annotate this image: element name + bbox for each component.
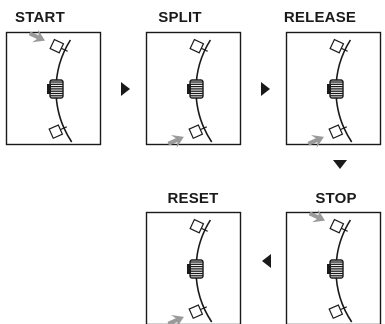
panel-frame xyxy=(285,211,382,324)
crown-icon xyxy=(327,79,344,99)
panel-release xyxy=(285,31,382,148)
press-arrow-icon xyxy=(28,29,46,43)
pusher-icon xyxy=(48,124,68,140)
crown-icon xyxy=(327,259,344,279)
panel-stop xyxy=(285,209,382,324)
step-title-reset: RESET xyxy=(167,190,218,207)
flow-arrow-left-icon xyxy=(262,254,271,268)
flow-arrow-right-icon xyxy=(121,82,130,96)
crown-icon xyxy=(47,79,64,99)
flow-arrow-right-icon xyxy=(261,82,270,96)
crown-icon xyxy=(187,79,204,99)
pusher-icon xyxy=(328,304,348,320)
step-title-release: RELEASE xyxy=(284,9,356,26)
step-title-split: SPLIT xyxy=(158,9,202,26)
pusher-icon xyxy=(328,124,348,140)
panel-start xyxy=(5,29,102,146)
panel-frame xyxy=(5,31,102,146)
pusher-icon xyxy=(189,38,208,54)
pusher-icon xyxy=(329,218,348,234)
press-arrow-icon xyxy=(307,134,324,148)
panel-frame xyxy=(145,31,242,146)
press-arrow-icon xyxy=(167,134,184,148)
panel-split xyxy=(145,31,242,148)
panel-frame xyxy=(285,31,382,146)
pusher-icon xyxy=(189,218,208,234)
crown-icon xyxy=(187,259,204,279)
pusher-icon xyxy=(188,304,208,320)
pusher-icon xyxy=(329,38,348,54)
step-title-start: START xyxy=(15,9,65,26)
press-arrow-icon xyxy=(167,314,184,324)
panel-reset xyxy=(145,211,242,324)
panel-frame xyxy=(145,211,242,324)
pusher-icon xyxy=(49,38,68,54)
press-arrow-icon xyxy=(308,209,326,223)
step-title-stop: STOP xyxy=(315,190,356,207)
flow-arrow-down-icon xyxy=(333,160,347,169)
pusher-icon xyxy=(188,124,208,140)
